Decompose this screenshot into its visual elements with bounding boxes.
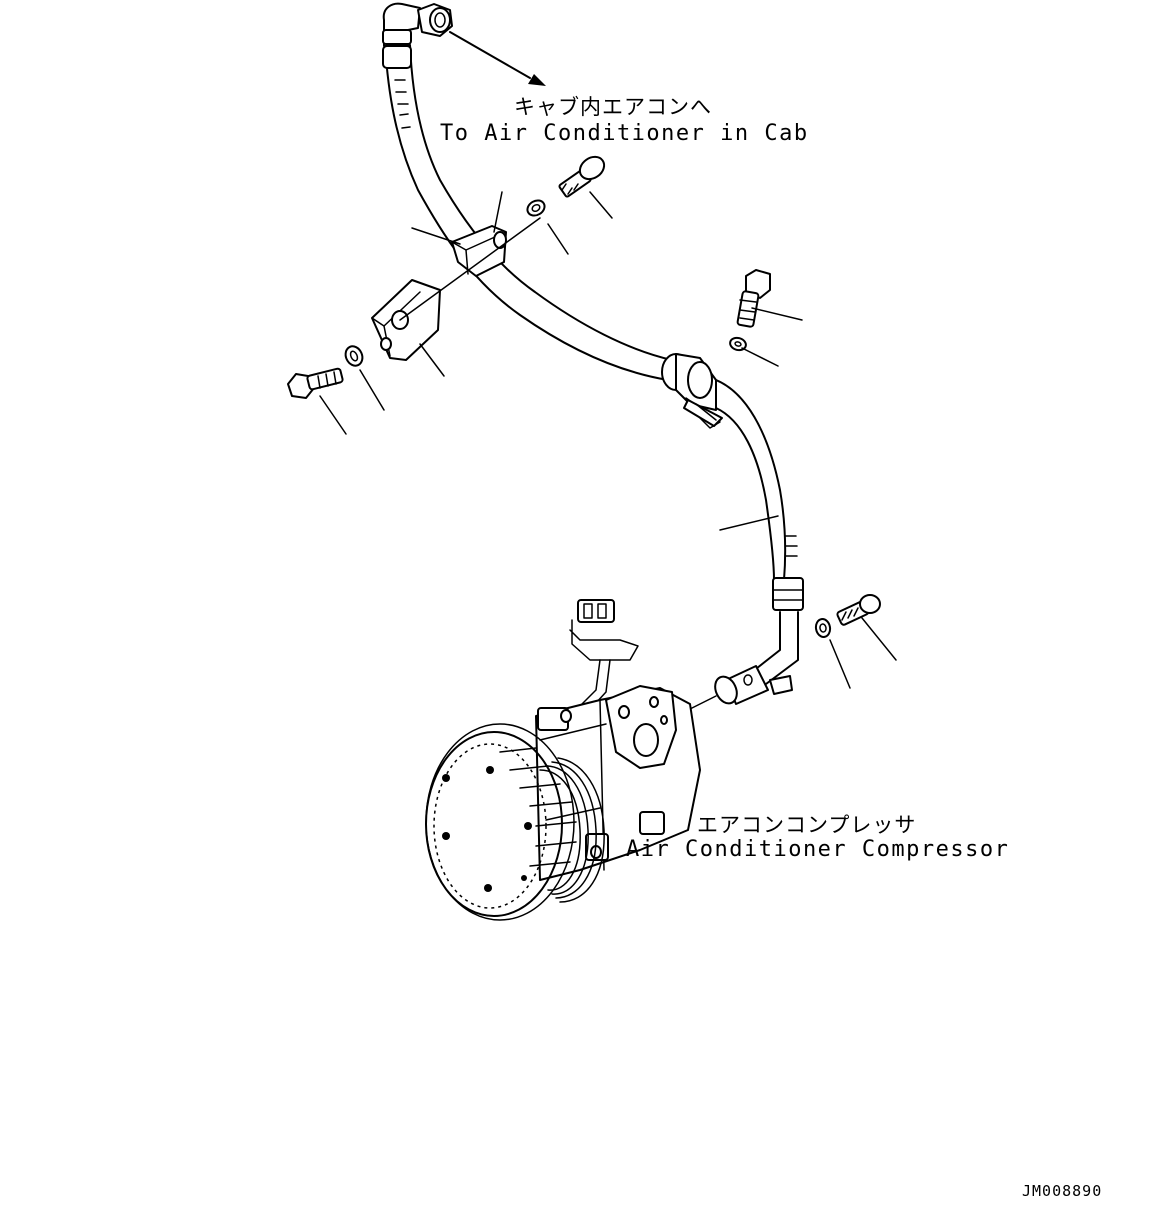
hose-clamp <box>451 225 507 277</box>
washer-clamp <box>526 199 546 217</box>
washer-left <box>344 345 364 367</box>
cab-label-en: To Air Conditioner in Cab <box>440 121 809 146</box>
bolt-lower-right <box>836 594 881 626</box>
washer-lower-right <box>814 618 832 638</box>
compressor-label-en: Air Conditioner Compressor <box>626 837 1009 862</box>
cab-label-jp: キャブ内エアコンへ <box>514 95 712 119</box>
clamp-bracket <box>371 279 441 361</box>
lower-hose <box>715 379 804 685</box>
bolt-left <box>287 367 344 399</box>
air-conditioner-compressor <box>425 599 701 921</box>
compressor-label-jp: エアコンコンプレッサ <box>697 813 916 837</box>
lower-fitting <box>714 665 793 705</box>
bolt-upper <box>558 155 606 198</box>
clamp-center-line <box>399 217 541 321</box>
to-cab-arrow <box>449 31 546 86</box>
drawing-code: JM008890 <box>1022 1182 1102 1200</box>
top-elbow-fitting <box>382 2 453 69</box>
washer-right-upper <box>729 336 747 352</box>
leader-lines <box>319 191 897 689</box>
bolt-right-upper <box>736 269 771 328</box>
middle-joint <box>661 353 723 429</box>
